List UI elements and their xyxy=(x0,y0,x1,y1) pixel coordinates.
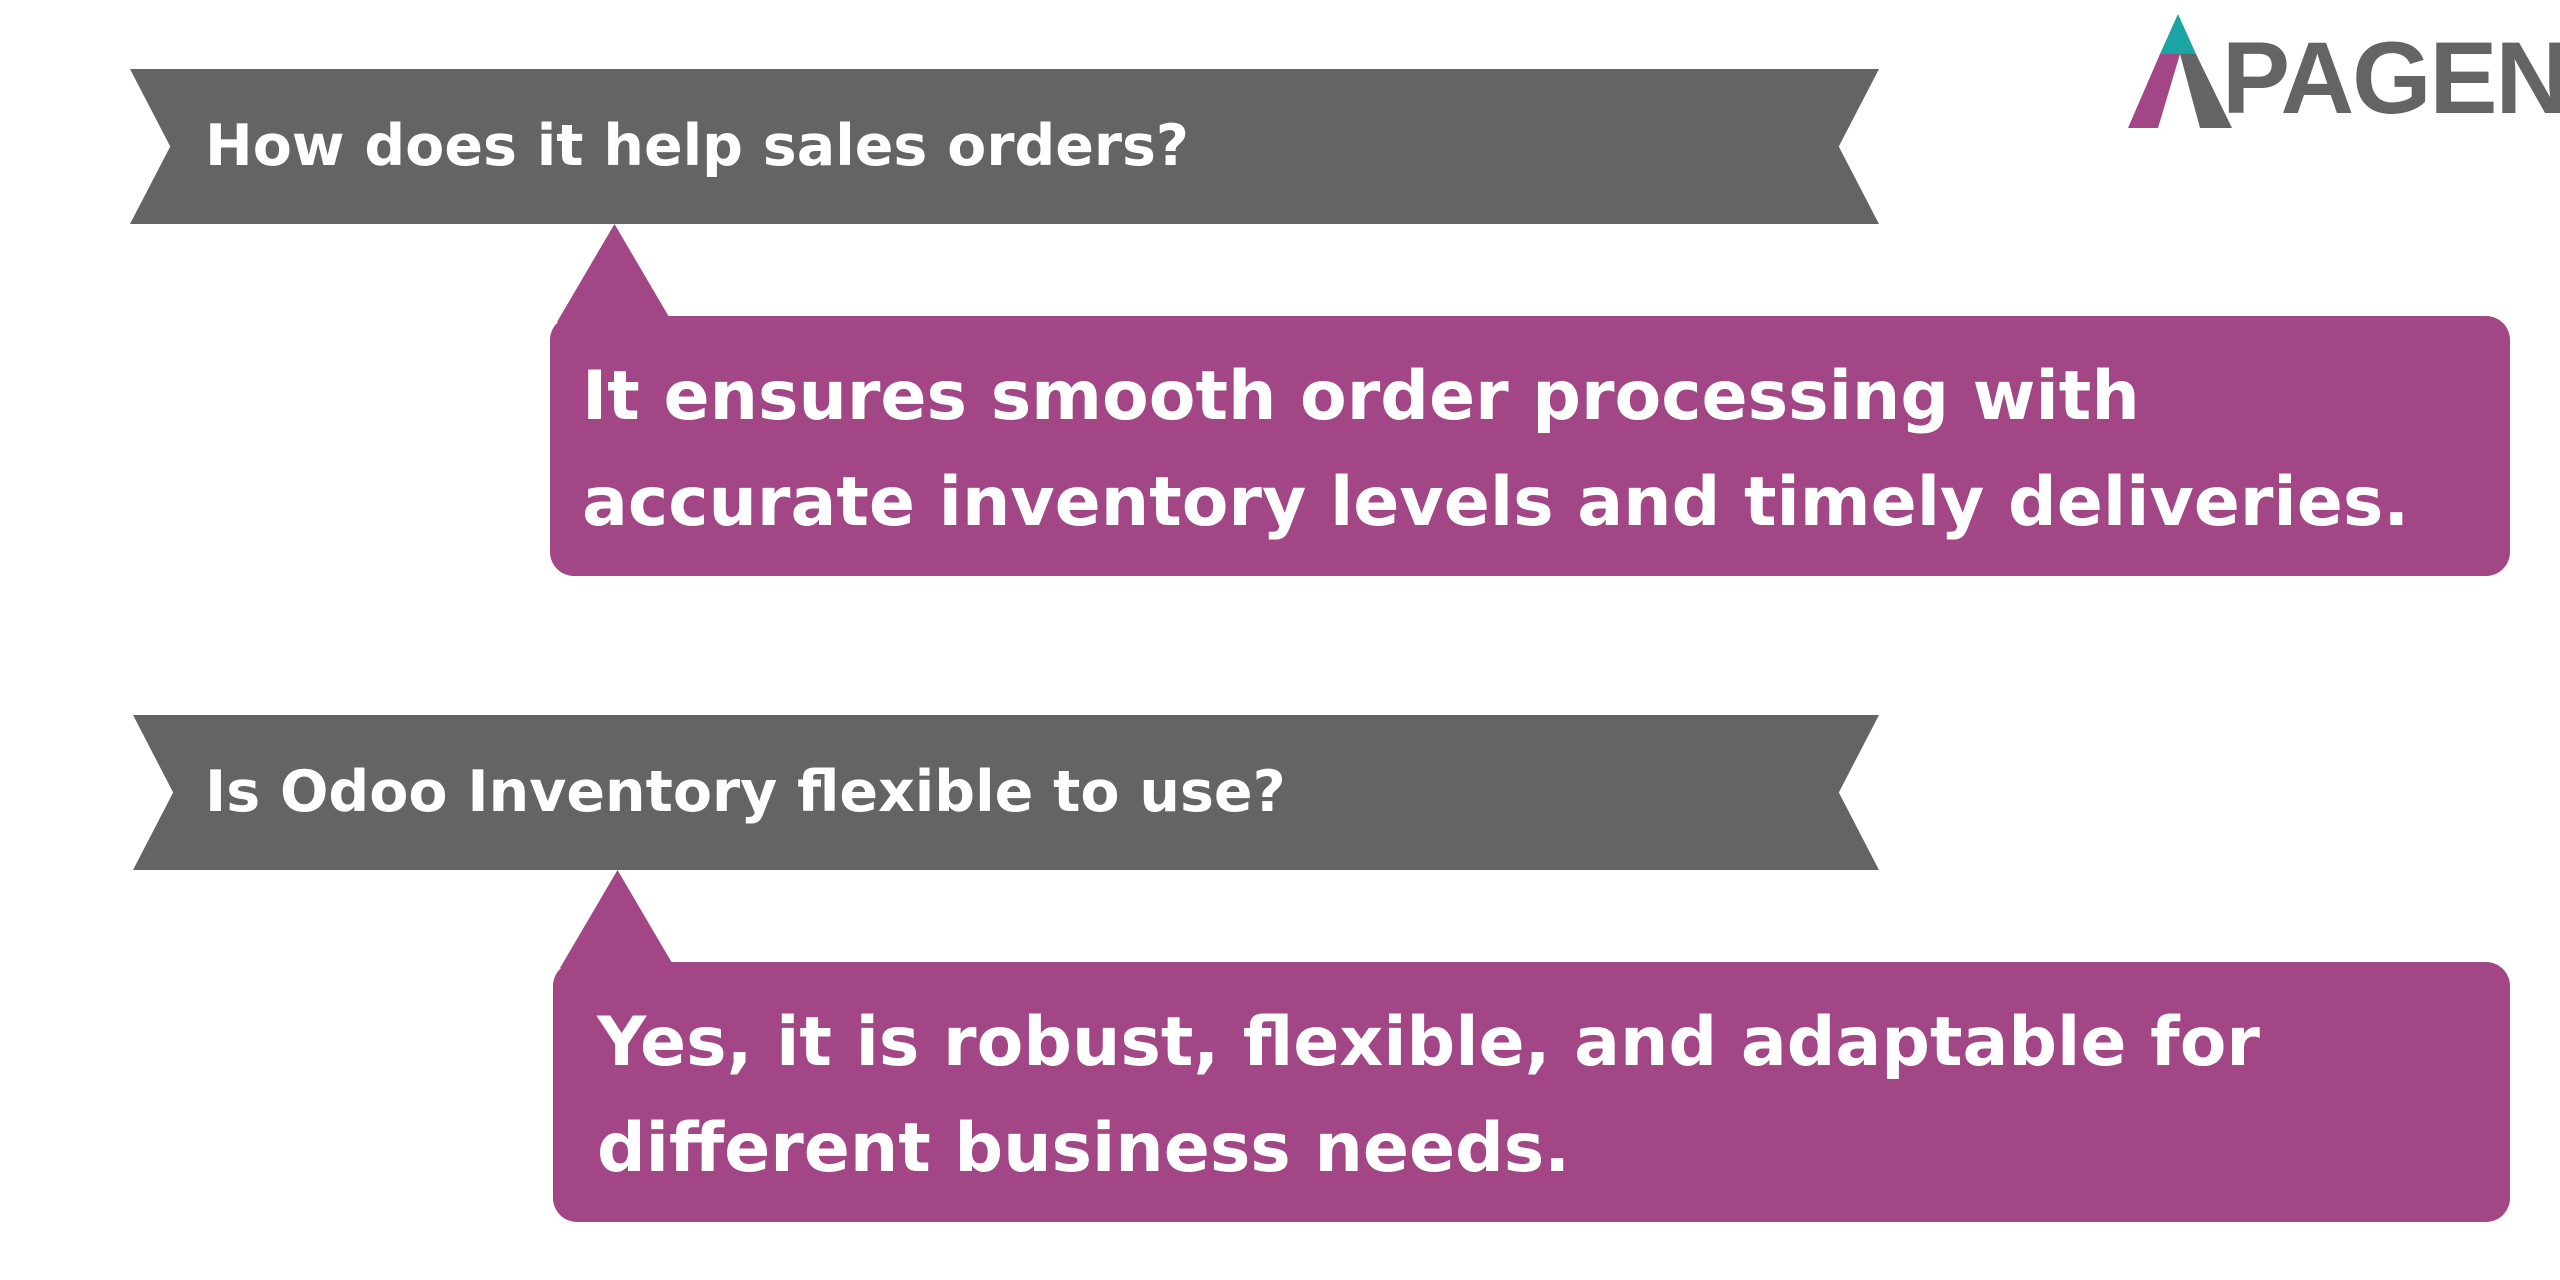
faq-question-text: How does it help sales orders? xyxy=(205,113,1190,179)
triangle-a-logo-icon xyxy=(2128,14,2232,128)
faq-answer-bubble-1: It ensures smooth order processing with … xyxy=(550,316,2510,576)
faq-answer-text: Yes, it is robust, flexible, and adaptab… xyxy=(597,1003,2260,1188)
logo-purple-triangle xyxy=(2128,54,2180,128)
logo-gray-leg xyxy=(2180,54,2232,128)
faq-question-banner-2: Is Odoo Inventory flexible to use? xyxy=(133,715,1879,870)
logo: PAGEN xyxy=(2120,14,2560,132)
logo-teal-triangle xyxy=(2160,14,2196,54)
faq-answer-bubble-2: Yes, it is robust, flexible, and adaptab… xyxy=(553,962,2510,1222)
logo-wordmark: PAGEN xyxy=(2222,21,2560,135)
answer-bubble-pointer xyxy=(557,224,672,322)
faq-question-text: Is Odoo Inventory flexible to use? xyxy=(205,759,1286,825)
answer-bubble-pointer xyxy=(560,870,675,968)
faq-question-banner-1: How does it help sales orders? xyxy=(130,69,1879,224)
faq-answer-text: It ensures smooth order processing with … xyxy=(582,357,2410,542)
